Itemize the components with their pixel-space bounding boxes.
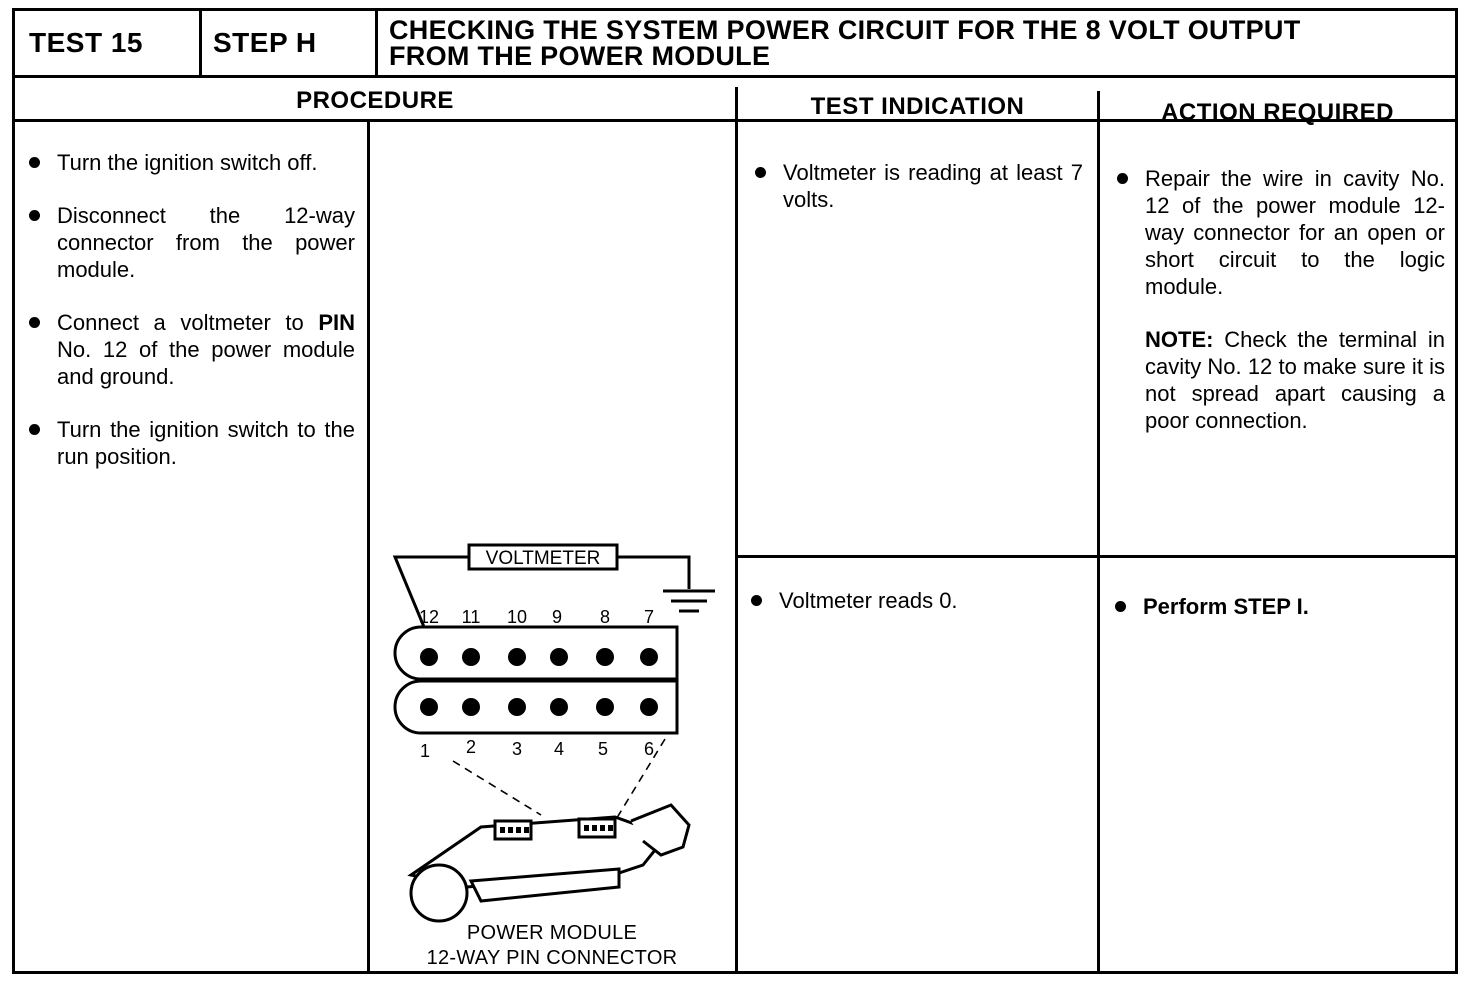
indication-item: Voltmeter reads 0. — [745, 587, 1083, 614]
pin — [420, 698, 438, 716]
header-divider — [15, 75, 1455, 78]
procedure-steps: Turn the ignition switch off. Disconnect… — [23, 149, 355, 470]
pin — [462, 648, 480, 666]
top-pin-numbers: 12 11 10 9 8 7 — [419, 607, 654, 627]
pin — [550, 698, 568, 716]
pin — [508, 698, 526, 716]
action-required-header: ACTION REQUIRED — [1161, 99, 1394, 126]
step-title-divider — [375, 11, 378, 75]
procedure-header: PROCEDURE — [296, 87, 454, 114]
test-number: TEST 15 — [29, 27, 143, 58]
indication-item: Voltmeter is reading at least 7 volts. — [749, 159, 1083, 213]
pin — [640, 648, 658, 666]
power-module-icon — [407, 803, 691, 923]
pin — [596, 648, 614, 666]
bullet-icon — [29, 317, 40, 328]
pin-number: 12 — [419, 607, 439, 627]
voltmeter-label: VOLTMETER — [486, 548, 601, 569]
voltmeter-leads — [392, 555, 691, 640]
test-procedure-sheet: TEST 15 STEP H CHECKING THE SYSTEM POWER… — [12, 8, 1458, 974]
procedure-diagram-divider — [367, 119, 370, 974]
indication-row-2: Voltmeter reads 0. — [745, 587, 1083, 614]
step-label: STEP H — [213, 27, 317, 58]
bullet-icon — [755, 167, 766, 178]
pin — [640, 698, 658, 716]
action-item: Perform STEP I. — [1109, 593, 1443, 620]
procedure-step: Turn the ignition switch off. — [23, 149, 355, 176]
bullet-icon — [751, 595, 762, 606]
action-note: NOTE: Check the terminal in cavity No. 1… — [1145, 327, 1445, 433]
pin-number: 5 — [598, 739, 608, 759]
pin-number: 6 — [644, 739, 654, 759]
bullet-icon — [29, 157, 40, 168]
bullet-icon — [1117, 173, 1128, 184]
action-row-2: Perform STEP I. — [1109, 593, 1443, 620]
pin-number: 11 — [462, 607, 481, 627]
connector-diagram: VOLTMETER 12 11 10 9 8 7 — [392, 543, 715, 923]
test-step-divider — [199, 11, 202, 75]
pin-number: 3 — [512, 739, 522, 759]
action-row-1: Repair the wire in cavity No. 12 of the … — [1111, 165, 1445, 434]
indication-row-1: Voltmeter is reading at least 7 volts. — [749, 159, 1083, 213]
pin-number: 8 — [600, 607, 610, 627]
procedure-step: Connect a voltmeter to PIN No. 12 of the… — [23, 309, 355, 390]
voltmeter-box — [467, 543, 619, 571]
procedure-step: Disconnect the 12-way connector from the… — [23, 202, 355, 283]
bottom-pin-numbers: 1 2 3 4 5 6 — [420, 737, 654, 761]
procedure-step: Turn the ignition switch to the run posi… — [23, 416, 355, 470]
pin — [508, 648, 526, 666]
pin-number: 7 — [644, 607, 654, 627]
bullet-icon — [1115, 601, 1126, 612]
pin — [420, 648, 438, 666]
connector-row-bottom — [393, 679, 679, 735]
test-indication-header: TEST INDICATION — [810, 93, 1025, 120]
callout-lines — [452, 738, 666, 822]
pin-number: 2 — [466, 737, 476, 757]
pin-number: 1 — [420, 741, 430, 761]
action-item: Repair the wire in cavity No. 12 of the … — [1111, 165, 1445, 300]
pin-number: 9 — [552, 607, 562, 627]
pin — [550, 648, 568, 666]
connector-row-top — [393, 625, 679, 681]
step-title: CHECKING THE SYSTEM POWER CIRCUIT FOR TH… — [389, 15, 1301, 71]
pin — [596, 698, 614, 716]
bullet-icon — [29, 210, 40, 221]
pin-number: 4 — [554, 739, 564, 759]
indication-action-divider — [1097, 91, 1100, 974]
ground-icon — [663, 589, 715, 613]
bullet-icon — [29, 424, 40, 435]
result-row-divider — [735, 555, 1455, 558]
diagram-caption: POWER MODULE 12-WAY PIN CONNECTOR — [426, 922, 678, 969]
pin — [462, 698, 480, 716]
module-connector-pins — [500, 825, 613, 833]
pin-number: 10 — [507, 607, 527, 627]
procedure-indication-divider — [735, 87, 738, 974]
connector-pins — [420, 648, 658, 716]
